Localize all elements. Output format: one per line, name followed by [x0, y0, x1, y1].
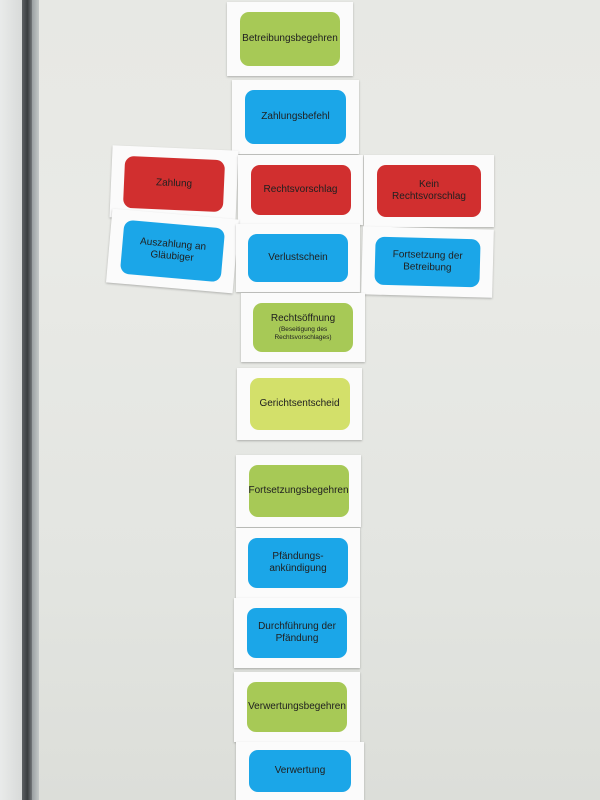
- pill-verwertungsbegehren: Verwertungsbegehren: [246, 681, 348, 733]
- card-label: Zahlungsbefehl: [261, 110, 330, 122]
- card-label: Auszahlung an Gläubiger: [139, 236, 207, 264]
- pill-durchfuehrung: Durchführung der Pfändung: [246, 607, 348, 659]
- card-fortsetzung-der-betreibung: Fortsetzung der Betreibung: [361, 226, 494, 298]
- card-label: Kein Rechtsvorschlag: [392, 178, 466, 202]
- card-auszahlung: Auszahlung an Gläubiger: [106, 208, 239, 294]
- pill-rechtsoeffnung: Rechtsöffnung (Beseitigung des Rechtsvor…: [253, 302, 353, 353]
- card-label: Verlustschein: [268, 251, 328, 263]
- whiteboard-frame: [22, 0, 32, 800]
- card-label: Fortsetzungsbegehren: [248, 484, 349, 496]
- card-label: Verwertung: [274, 765, 326, 776]
- card-durchfuehrung: Durchführung der Pfändung: [234, 598, 360, 668]
- pill-rechtsvorschlag: Rechtsvorschlag: [250, 164, 351, 216]
- card-rechtsoeffnung: Rechtsöffnung (Beseitigung des Rechtsvor…: [241, 293, 365, 362]
- pill-zahlungsbefehl: Zahlungsbefehl: [244, 90, 347, 144]
- pill-auszahlung: Auszahlung an Gläubiger: [119, 220, 226, 282]
- card-label: Rechtsvorschlag: [263, 183, 338, 195]
- pill-gerichtsentscheid: Gerichtsentscheid: [249, 378, 350, 430]
- pill-fortsetzungsbegehren: Fortsetzungsbegehren: [248, 465, 349, 517]
- card-label: Pfändungs-ankündigung: [269, 550, 327, 574]
- card-fortsetzungsbegehren: Fortsetzungsbegehren: [236, 455, 361, 527]
- card-betreibungsbegehren: Betreibungsbegehren: [227, 2, 353, 76]
- card-label: Gerichtsentscheid: [259, 397, 340, 409]
- card-pfaendungsankuendigung: Pfändungs-ankündigung: [236, 528, 360, 598]
- card-kein-rechtsvorschlag: Kein Rechtsvorschlag: [364, 155, 494, 227]
- card-zahlungsbefehl: Zahlungsbefehl: [232, 80, 359, 154]
- pill-verlustschein: Verlustschein: [248, 233, 348, 283]
- card-label: Durchführung der Pfändung: [258, 620, 336, 644]
- pill-betreibungsbegehren: Betreibungsbegehren: [239, 12, 341, 66]
- card-verlustschein: Verlustschein: [236, 224, 360, 292]
- pill-fortsetzung-der-betreibung: Fortsetzung der Betreibung: [374, 236, 481, 288]
- card-verwertung: Verwertung: [236, 742, 364, 800]
- pill-zahlung: Zahlung: [122, 155, 226, 213]
- card-gerichtsentscheid: Gerichtsentscheid: [237, 368, 362, 440]
- wall-left: [0, 0, 22, 800]
- pill-kein-rechtsvorschlag: Kein Rechtsvorschlag: [377, 165, 481, 217]
- whiteboard-frame-inner: [32, 0, 39, 800]
- card-label: Betreibungsbegehren: [242, 32, 338, 44]
- card-label: Zahlung: [155, 177, 193, 190]
- card-label: Rechtsöffnung: [270, 312, 336, 324]
- card-rechtsvorschlag: Rechtsvorschlag: [238, 155, 363, 225]
- card-verwertungsbegehren: Verwertungsbegehren: [234, 672, 360, 742]
- card-sublabel: (Beseitigung des Rechtsvorschlages): [274, 325, 332, 341]
- card-label: Fortsetzung der Betreibung: [392, 249, 463, 274]
- card-label: Verwertungsbegehren: [248, 700, 346, 712]
- pill-verwertung: Verwertung: [248, 749, 352, 793]
- pill-pfaendungsankuendigung: Pfändungs-ankündigung: [248, 537, 348, 589]
